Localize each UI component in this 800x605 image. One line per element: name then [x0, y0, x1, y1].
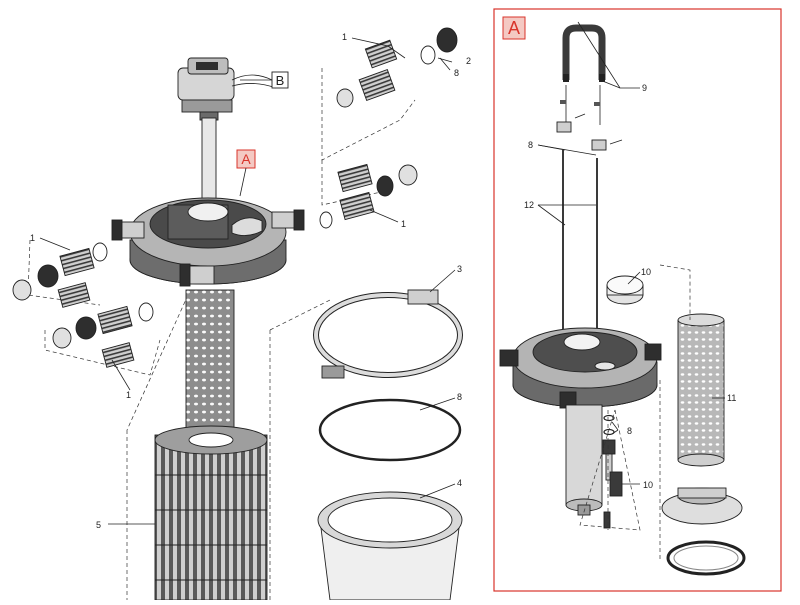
label-3: 3 — [457, 264, 462, 274]
foam-filter-stack — [154, 425, 268, 601]
label-8-detail-low: 8 — [627, 426, 632, 436]
label-5: 5 — [96, 520, 101, 530]
lift-handle — [562, 24, 606, 82]
label-10-low: 10 — [643, 480, 653, 490]
label-4: 4 — [457, 478, 462, 488]
hose-tail-set-top-right — [336, 27, 458, 108]
control-unit — [177, 57, 277, 121]
lower-tube — [565, 404, 603, 516]
callout-a-text: A — [241, 151, 251, 167]
o-ring — [318, 398, 462, 462]
perforated-core-tube — [185, 289, 235, 431]
detail-lid — [499, 327, 662, 409]
leader-lines-left — [39, 37, 456, 525]
filter-lid — [111, 197, 305, 287]
small-seals-and-valve — [579, 409, 641, 531]
label-1-top: 1 — [342, 32, 347, 42]
base-plate — [661, 487, 743, 525]
label-1-right: 1 — [401, 219, 406, 229]
label-1-bottom: 1 — [126, 390, 131, 400]
label-12: 12 — [524, 200, 534, 210]
label-8-top: 8 — [454, 68, 459, 78]
perforated-cartridge — [677, 313, 725, 467]
detail-dash-right — [659, 264, 691, 320]
screws-and-clips — [556, 85, 623, 151]
label-1-left: 1 — [30, 233, 35, 243]
callout-b: B — [240, 71, 289, 89]
label-2: 2 — [466, 56, 471, 66]
lid-knob — [606, 275, 644, 305]
hose-tail-set-bottom-left — [52, 302, 154, 368]
hose-tail-set-left — [12, 242, 108, 308]
hose-tail-set-right — [319, 163, 418, 229]
clamp-ring — [313, 289, 463, 379]
leader-lines-detail — [537, 21, 725, 485]
label-8-detail-top: 8 — [528, 140, 533, 150]
label-9: 9 — [642, 83, 647, 93]
filter-housing — [317, 491, 463, 601]
detail-box-label: A — [508, 18, 520, 38]
label-10-top: 10 — [641, 267, 651, 277]
label-11: 11 — [727, 393, 736, 403]
callout-b-text: B — [276, 73, 285, 88]
drive-shaft — [201, 117, 217, 209]
bottom-clip-ring — [666, 540, 746, 576]
label-8-mid: 8 — [457, 392, 462, 402]
callout-a-left: A — [236, 149, 256, 197]
